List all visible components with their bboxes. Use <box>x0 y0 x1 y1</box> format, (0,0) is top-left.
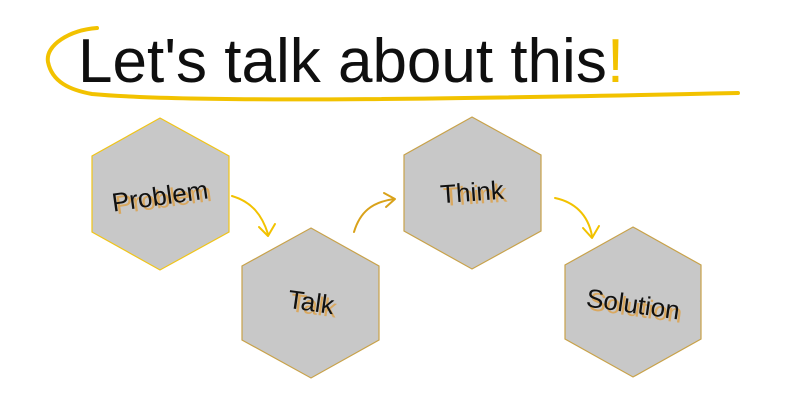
step-think: Think Think <box>403 116 542 270</box>
step-talk: Talk Talk <box>241 227 380 379</box>
step-label-shadow: Think <box>442 178 509 212</box>
arrow-think-to-solution <box>554 197 600 239</box>
hexagon-think <box>403 116 542 270</box>
step-label-talk: Talk <box>286 284 337 320</box>
step-solution: Solution Solution <box>564 226 702 378</box>
hexagon-problem <box>91 117 230 271</box>
arrow-problem-to-talk <box>231 195 276 237</box>
step-label-shadow: Talk <box>289 287 340 323</box>
step-label-think: Think <box>439 175 506 209</box>
step-problem: Problem Problem <box>91 117 230 271</box>
arrow-talk-to-think <box>353 192 396 233</box>
hexagon-talk <box>241 227 380 379</box>
page-title: Let's talk about this! <box>78 27 624 96</box>
hexagon-solution <box>564 226 702 378</box>
title-exclamation: ! <box>607 27 624 96</box>
title-underline <box>45 26 740 102</box>
